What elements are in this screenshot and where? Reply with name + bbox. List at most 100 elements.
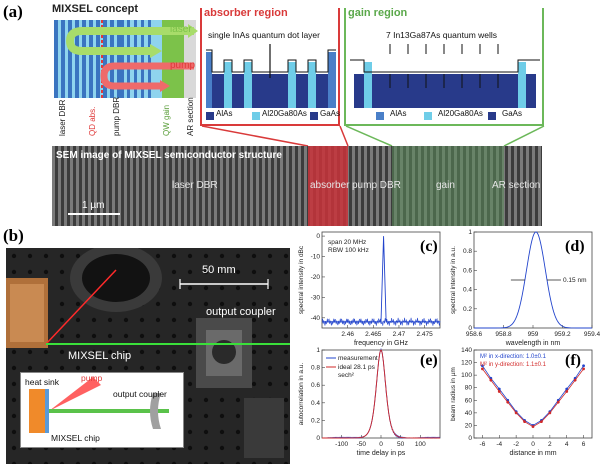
inset-heat-sink-label: heat sink	[25, 377, 60, 387]
sem-stripe	[238, 146, 241, 226]
concept-pump-label: pump	[170, 60, 196, 71]
plot-f-data-point-1	[582, 367, 585, 371]
sem-stripe	[118, 146, 121, 226]
inset-pump-label: pump	[81, 373, 103, 383]
concept-laser-label: laser	[170, 24, 192, 35]
plot-d-y-tick-label: 0	[468, 325, 472, 332]
plot-e-legend-measurement: measurement	[338, 355, 378, 362]
photo-output-coupler-label: output coupler	[206, 306, 276, 318]
absorber-legend	[206, 112, 318, 120]
panel-label-d: (d)	[565, 238, 585, 255]
plot-d-x-tick-label: 959	[528, 331, 539, 338]
plot-d-y-axis-label: spectral intensity in a.u.	[450, 246, 457, 314]
sem-label-pump-dbr: pump DBR	[352, 180, 401, 191]
plot-e-y-tick-label: 0.6	[311, 382, 320, 389]
sem-stripe	[88, 146, 91, 226]
sem-stripe	[136, 146, 139, 226]
sem-stripe	[304, 146, 307, 226]
plot-f-y-tick-label: 80	[465, 385, 473, 392]
plot-c-x-tick-label: 2.465	[365, 331, 382, 338]
plot-d-x-axis-label: wavelength in nm	[505, 340, 561, 347]
panel-label-c: (c)	[420, 238, 438, 255]
absorber-legend-gaas: GaAs	[320, 109, 341, 118]
gain-legend-alas: AlAs	[390, 109, 407, 118]
plot-d-x-tick-label: 958.6	[466, 331, 483, 338]
plot-c-rf-line	[322, 236, 440, 323]
setup-inset-schematic: heat sink pump output coupler MIXSEL chi…	[20, 372, 184, 448]
sem-stripe	[526, 146, 529, 226]
plot-e-y-tick-label: 0.8	[311, 365, 320, 372]
sem-stripe	[268, 146, 271, 226]
plot-c-x-tick-label: 2.47	[393, 331, 406, 338]
plot-e-ideal-sech-line	[322, 349, 440, 439]
sem-stripe	[142, 146, 145, 226]
plot-d-y-tick-label: 0.8	[463, 248, 472, 255]
plot-f-legend-0: M² in x-direction: 1.0±0.1	[480, 354, 547, 360]
plot-e-x-tick-label: 100	[415, 441, 426, 448]
mixsel-concept-sketch: MIXSEL concept laser pump	[52, 0, 198, 140]
absorber-band-diagram	[206, 44, 336, 108]
absorber-caption: single InAs quantum dot layer	[208, 30, 320, 40]
plot-f-data-point-1	[556, 400, 560, 404]
sem-stripe	[370, 146, 373, 226]
sem-label-laser-dbr: laser DBR	[172, 180, 218, 191]
sem-label-absorber: absorber	[310, 180, 350, 191]
sem-stripe	[190, 146, 193, 226]
plot-f-y-tick-label: 20	[465, 422, 473, 429]
plot-e-y-tick-label: 1	[316, 347, 320, 354]
plot-f-y-tick-label: 60	[465, 397, 473, 404]
sem-stripe	[172, 146, 175, 226]
sem-label-ar-section: AR section	[492, 180, 541, 191]
sem-label-gain: gain	[436, 180, 455, 191]
panel-label-b: (b)	[3, 226, 24, 245]
plot-f-y-tick-label: 0	[468, 435, 472, 442]
panel-label-e: (e)	[420, 352, 438, 369]
plot-f-data-point-1	[497, 390, 501, 393]
plot-d-y-tick-label: 0.2	[463, 306, 472, 313]
inset-chip-label: MIXSEL chip	[51, 433, 100, 443]
plot-c-y-tick-label: -20	[311, 274, 321, 281]
sem-stripe	[106, 146, 109, 226]
plot-f-y-tick-label: 100	[461, 372, 472, 379]
sem-stripe	[352, 146, 355, 226]
absorber-legend-algaas: Al20Ga80As	[262, 109, 307, 118]
sem-stripe	[262, 146, 265, 226]
plot-f-x-tick-label: -2	[513, 441, 519, 448]
sem-stripe	[64, 146, 67, 226]
plot-f-x-tick-label: -6	[480, 441, 486, 448]
sem-stripe	[538, 146, 541, 226]
sem-stripe	[130, 146, 133, 226]
plot-e-y-axis-label: autocorrelation in a.u.	[298, 363, 305, 426]
plot-d-x-tick-label: 959.4	[584, 331, 600, 338]
plot-e-y-tick-label: 0.2	[311, 417, 320, 424]
plot-f-x-tick-label: 6	[582, 441, 586, 448]
sem-stripe	[178, 146, 181, 226]
plot-c-noise-floor	[321, 317, 441, 326]
sem-stripe	[520, 146, 523, 226]
plot-c-y-tick-label: 0	[316, 233, 320, 240]
panel-label-a: (a)	[3, 2, 23, 21]
plot-c-y-tick-label: -30	[311, 294, 321, 301]
plot-d-y-tick-label: 1	[468, 229, 472, 236]
gain-title: gain region	[346, 7, 542, 19]
sem-stripe	[226, 146, 229, 226]
plot-f-data-point-0	[582, 364, 585, 368]
sem-stripe	[52, 146, 55, 226]
sem-stripe	[232, 146, 235, 226]
gain-band-diagram	[350, 44, 540, 108]
sem-stripe	[184, 146, 187, 226]
sem-stripe	[292, 146, 295, 226]
sem-stripe	[70, 146, 73, 226]
plot-e-x-tick-label: -100	[335, 441, 348, 448]
plot-d-y-tick-label: 0.4	[463, 287, 472, 294]
sem-stripe	[508, 146, 511, 226]
plot-f-data-point-1	[481, 367, 484, 371]
sem-stripe	[160, 146, 163, 226]
plot-d-x-tick-label: 958.8	[495, 331, 512, 338]
gain-caption: 7 In13Ga87As quantum wells	[386, 30, 498, 40]
plot-f-x-tick-label: 4	[565, 441, 569, 448]
sem-stripe	[100, 146, 103, 226]
